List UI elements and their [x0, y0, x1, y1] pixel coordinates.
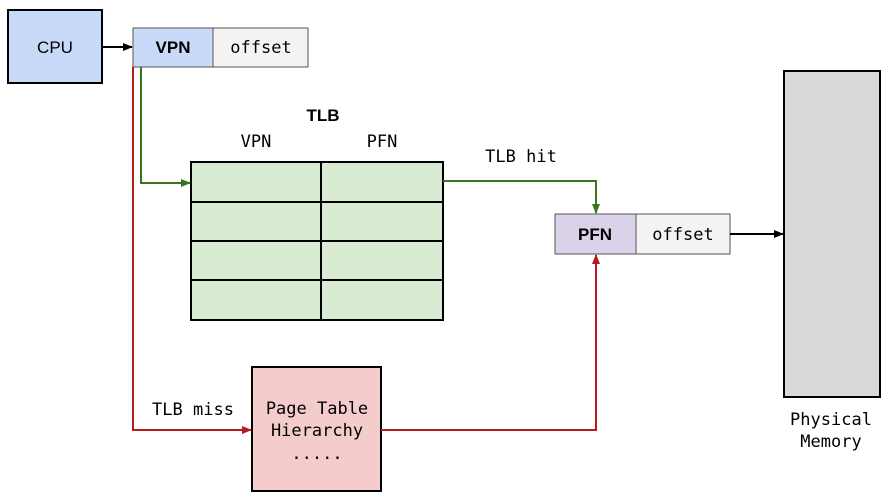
tlb-hit-arrow [443, 180, 600, 214]
tlb-col-pfn: PFN [367, 132, 398, 152]
cpu-box [7, 9, 103, 84]
page-table-line-1: Page Table [266, 399, 368, 419]
page-table-line-2: Hierarchy [271, 421, 363, 441]
pfn-field [554, 213, 637, 255]
page-table-to-pfn-arrow [381, 254, 600, 431]
tlb-table [190, 161, 444, 321]
tlb-title: TLB [306, 106, 339, 125]
physical-memory-label-2: Memory [800, 432, 861, 452]
tlb-hit-label: TLB hit [485, 147, 557, 167]
va-offset-field [212, 27, 309, 68]
tlb-miss-label: TLB miss [152, 400, 234, 420]
physical-memory-box [783, 70, 881, 398]
pfn-field-label: PFN [578, 225, 612, 244]
cpu-label: CPU [37, 38, 73, 57]
tlb-col-vpn: VPN [241, 132, 272, 152]
page-table-line-3: ..... [291, 444, 342, 464]
va-offset-label: offset [230, 38, 291, 58]
vpn-field-label: VPN [156, 38, 191, 57]
vpn-field [132, 27, 214, 68]
vpn-to-tlb-arrow [140, 67, 191, 187]
tlb-miss-arrow [132, 67, 252, 434]
physical-memory-label-1: Physical [790, 410, 872, 430]
pa-offset-field [635, 213, 731, 255]
pa-offset-label: offset [652, 225, 713, 245]
